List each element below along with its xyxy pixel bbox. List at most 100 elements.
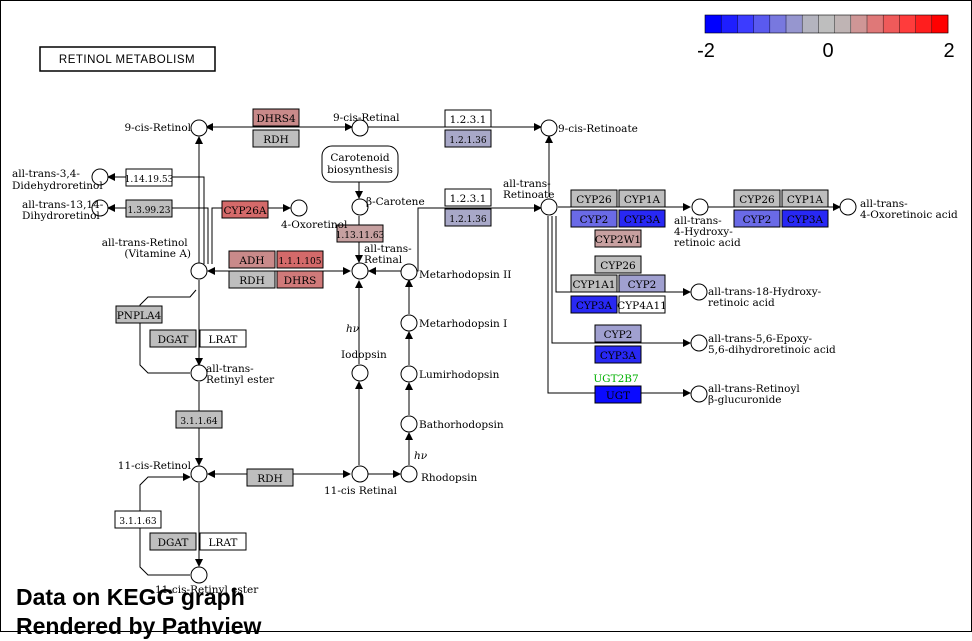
gene-box-rect[interactable] (149, 329, 197, 348)
gene-box-1-3-99-23[interactable]: 1.3.99.23 (125, 199, 173, 218)
gene-box-rect[interactable] (444, 208, 492, 227)
compound-node-all-trans-5-6-epoxy-5-6-dihydroretinoic-acid[interactable] (690, 334, 708, 352)
gene-box-cyp2[interactable]: CYP2 (618, 274, 666, 293)
compound-node-all-trans-13-14-dihydroretinol[interactable] (91, 199, 109, 217)
gene-box-1-2-1-36[interactable]: 1.2.1.36 (444, 129, 492, 148)
compound-node-all-trans-retinol-vitamine-a[interactable] (190, 262, 208, 280)
gene-box-cyp2[interactable]: CYP2 (570, 209, 618, 228)
gene-box-rect[interactable] (149, 532, 197, 551)
gene-box-dgat[interactable]: DGAT (149, 532, 197, 551)
gene-box-rect[interactable] (252, 108, 300, 127)
gene-box-1-2-1-36[interactable]: 1.2.1.36 (444, 208, 492, 227)
gene-box-rect[interactable] (276, 250, 324, 269)
gene-box-rect[interactable] (276, 270, 324, 289)
gene-box-rect[interactable] (594, 324, 642, 343)
gene-box-cyp1a[interactable]: CYP1A (618, 189, 666, 208)
gene-box-cyp26[interactable]: CYP26 (733, 189, 781, 208)
gene-box-rect[interactable] (199, 329, 247, 348)
compound-node-lumirhodopsin[interactable] (400, 365, 418, 383)
compound-node-all-trans-4-oxoretinoic-acid[interactable] (839, 198, 857, 216)
gene-box-cyp2[interactable]: CYP2 (733, 209, 781, 228)
compound-node-all-trans-retinoate[interactable] (540, 198, 558, 216)
gene-box-rect[interactable] (125, 168, 173, 187)
gene-box-rdh[interactable]: RDH (228, 270, 276, 289)
gene-box-rect[interactable] (115, 305, 163, 324)
compound-node-11-cis-retinyl-ester[interactable] (190, 566, 208, 584)
compound-node-all-trans-3-4-didehydroretinol[interactable] (91, 168, 109, 186)
gene-box-rect[interactable] (570, 189, 618, 208)
gene-box-cyp3a[interactable]: CYP3A (618, 209, 666, 228)
gene-box-rect[interactable] (246, 468, 294, 487)
gene-box-lrat[interactable]: LRAT (199, 329, 247, 348)
gene-box-rect[interactable] (444, 188, 492, 207)
gene-box-rect[interactable] (594, 345, 642, 364)
gene-box-1-1-1-105[interactable]: 1.1.1.105 (276, 250, 324, 269)
gene-box-pnpla4[interactable]: PNPLA4 (115, 305, 163, 324)
gene-box-rect[interactable] (228, 250, 276, 269)
compound-node-metarhodopsin-ii[interactable] (400, 263, 418, 281)
compound-node-11-cis-retinol[interactable] (190, 465, 208, 483)
gene-box-rect[interactable] (570, 209, 618, 228)
gene-box-cyp2w1[interactable]: CYP2W1 (594, 229, 642, 248)
gene-box-rect[interactable] (618, 189, 666, 208)
gene-box-rect[interactable] (336, 224, 384, 243)
compound-node-4-oxoretinol[interactable] (290, 199, 308, 217)
compound-node-rhodopsin[interactable] (400, 465, 418, 483)
gene-box-rect[interactable] (781, 209, 829, 228)
gene-box-rect[interactable] (618, 274, 666, 293)
gene-box-cyp3a[interactable]: CYP3A (781, 209, 829, 228)
compound-node-bathorhodopsin[interactable] (400, 415, 418, 433)
gene-box-3-1-1-64[interactable]: 3.1.1.64 (175, 410, 223, 429)
gene-box-cyp26[interactable]: CYP26 (594, 255, 642, 274)
gene-box-rect[interactable] (594, 385, 642, 404)
gene-box-dhrs[interactable]: DHRS (276, 270, 324, 289)
gene-box-rect[interactable] (733, 189, 781, 208)
compound-node-all-trans-retinal[interactable] (351, 262, 369, 280)
gene-box-rect[interactable] (175, 410, 223, 429)
compound-node-all-trans-4-hydroxy-retinoic-acid[interactable] (691, 198, 709, 216)
gene-box-cyp3a[interactable]: CYP3A (594, 345, 642, 364)
gene-box-adh[interactable]: ADH (228, 250, 276, 269)
gene-box-cyp1a1[interactable]: CYP1A1 (570, 274, 618, 293)
gene-box-cyp4a11[interactable]: CYP4A11 (617, 295, 667, 314)
gene-box-rect[interactable] (444, 109, 492, 128)
compound-node-9-cis-retinoate[interactable] (540, 119, 558, 137)
gene-box-cyp26[interactable]: CYP26 (570, 189, 618, 208)
gene-box-rect[interactable] (618, 295, 666, 314)
carotenoid-biosynthesis-map[interactable]: Carotenoid biosynthesis (321, 145, 399, 183)
gene-box-cyp26a[interactable]: CYP26A (221, 200, 269, 219)
gene-box-rect[interactable] (228, 270, 276, 289)
gene-box-rect[interactable] (781, 189, 829, 208)
gene-box-rdh[interactable]: RDH (246, 468, 294, 487)
map-link-box[interactable] (321, 145, 399, 183)
gene-box-1-13-11-63[interactable]: 1.13.11.63 (336, 224, 385, 243)
compound-node-iodopsin[interactable] (351, 364, 369, 382)
gene-box-dhrs4[interactable]: DHRS4 (252, 108, 300, 127)
gene-box-1-2-3-1[interactable]: 1.2.3.1 (444, 109, 492, 128)
gene-box-rect[interactable] (570, 295, 618, 314)
gene-box-rect[interactable] (618, 209, 666, 228)
compound-node-all-trans-retinyl-ester[interactable] (190, 364, 208, 382)
compound-node-metarhodopsin-i[interactable] (400, 314, 418, 332)
gene-box-rect[interactable] (125, 199, 173, 218)
gene-box-rect[interactable] (252, 129, 300, 148)
gene-box-1-14-19-53[interactable]: 1.14.19.53 (125, 168, 174, 187)
compound-node-11-cis-retinal[interactable] (351, 465, 369, 483)
compound-node-carotene[interactable] (351, 198, 369, 216)
compound-node-all-trans-retinoyl-glucuronide[interactable] (690, 385, 708, 403)
gene-box-3-1-1-63[interactable]: 3.1.1.63 (114, 510, 162, 529)
gene-box-rect[interactable] (114, 510, 162, 529)
gene-box-1-2-3-1[interactable]: 1.2.3.1 (444, 188, 492, 207)
gene-box-cyp3a[interactable]: CYP3A (570, 295, 618, 314)
gene-box-rect[interactable] (733, 209, 781, 228)
gene-box-rect[interactable] (594, 255, 642, 274)
gene-box-rect[interactable] (444, 129, 492, 148)
compound-node-all-trans-18-hydroxy-retinoic-acid[interactable] (690, 283, 708, 301)
gene-box-rdh[interactable]: RDH (252, 129, 300, 148)
gene-box-cyp2[interactable]: CYP2 (594, 324, 642, 343)
gene-box-dgat[interactable]: DGAT (149, 329, 197, 348)
gene-box-ugt[interactable]: UGT (594, 385, 642, 404)
gene-box-rect[interactable] (570, 274, 618, 293)
gene-box-rect[interactable] (199, 532, 247, 551)
gene-box-lrat[interactable]: LRAT (199, 532, 247, 551)
